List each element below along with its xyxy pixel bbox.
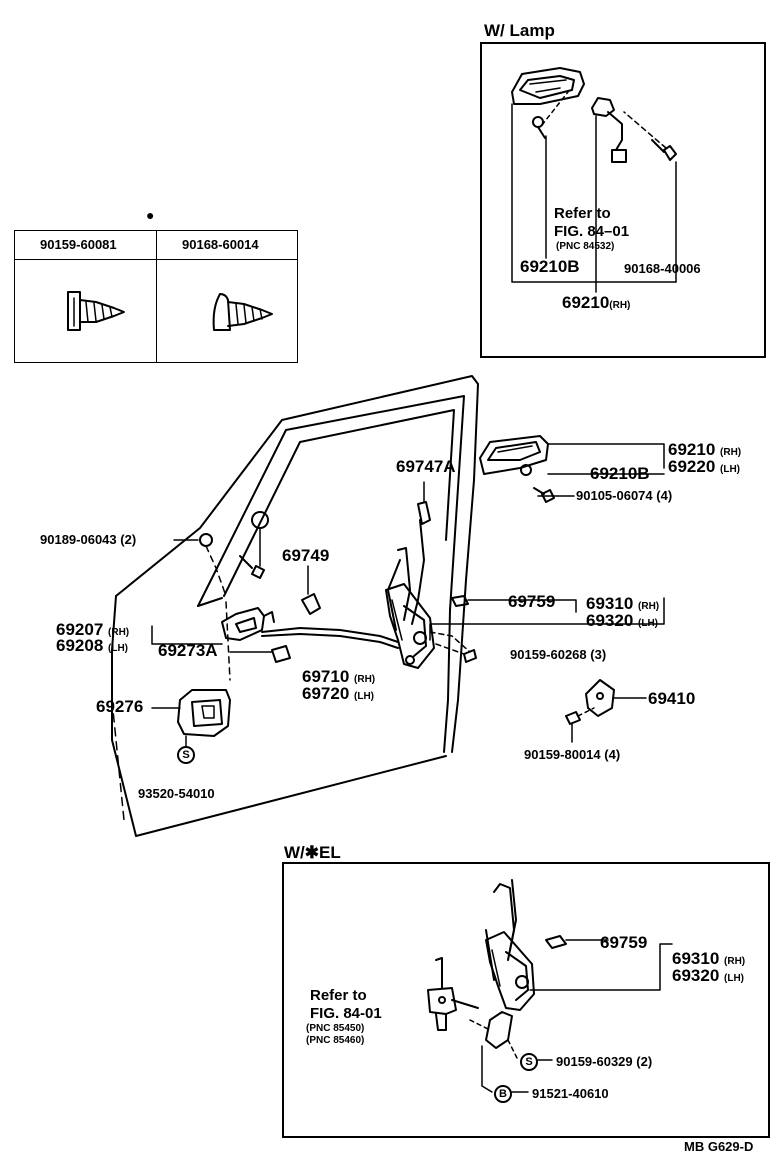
lamp-refer-line1: Refer to bbox=[554, 205, 611, 222]
el-motor-actuator bbox=[427, 957, 479, 1031]
lamp-socket-drawing bbox=[591, 97, 627, 163]
el-mark-b: B bbox=[494, 1085, 512, 1103]
part-label-69220: 69220 (LH) bbox=[668, 457, 741, 476]
part-label-69210-lamp: 69210(RH) bbox=[562, 293, 631, 312]
part-label-69210b-lamp: 69210B bbox=[520, 257, 580, 276]
el-refer-pnc1: (PNC 85450) bbox=[306, 1023, 365, 1034]
part-label-69747a: 69747A bbox=[396, 457, 456, 476]
el-mark-s: S bbox=[520, 1053, 538, 1071]
el-inset-frame bbox=[282, 862, 770, 1138]
el-inset-title: W/✱EL bbox=[284, 843, 341, 862]
el-door-lock-assembly bbox=[485, 931, 535, 1011]
lamp-small-screw bbox=[532, 91, 569, 139]
part-label-69207: 69207 (RH) bbox=[56, 620, 130, 639]
lamp-inset-title: W/ Lamp bbox=[484, 21, 555, 40]
part-label-69273a: 69273A bbox=[158, 641, 218, 660]
part-label-69310: 69310 (RH) bbox=[586, 594, 660, 613]
table-body-col2 bbox=[156, 259, 298, 363]
handle-screw-69210b bbox=[520, 464, 532, 476]
table-col1-part: 90159-60081 bbox=[40, 237, 117, 252]
rod-clip-69747a bbox=[417, 481, 431, 525]
screw-90159-80014 bbox=[565, 707, 595, 743]
el-part-label-69320: 69320 (LH) bbox=[672, 966, 745, 985]
table-mark-dot: ● bbox=[146, 207, 155, 223]
lamp-inset-frame bbox=[480, 42, 766, 358]
el-bracket bbox=[469, 1011, 519, 1093]
part-label-90159-80014: 90159-80014 (4) bbox=[524, 747, 621, 762]
part-label-90168-40006: 90168-40006 bbox=[624, 261, 701, 276]
part-label-69749: 69749 bbox=[282, 546, 330, 565]
lamp-tapping-screw bbox=[623, 111, 677, 161]
el-refer-pnc2: (PNC 85460) bbox=[306, 1035, 365, 1046]
part-label-90105-06074: 90105-06074 (4) bbox=[576, 488, 673, 503]
clip-90189 bbox=[173, 533, 227, 597]
el-part-label-69310: 69310 (RH) bbox=[672, 949, 746, 968]
screw-90159-60268 bbox=[429, 631, 477, 663]
fastener-clip-drawing-1 bbox=[67, 291, 125, 331]
door-lock-assembly bbox=[385, 583, 435, 669]
el-part-label-90159-60329: 90159-60329 (2) bbox=[556, 1054, 653, 1069]
part-label-69320: 69320 (LH) bbox=[586, 611, 659, 630]
lamp-callout-lines bbox=[511, 103, 677, 293]
clip-69759 bbox=[451, 595, 577, 613]
frame-dash bbox=[225, 601, 231, 681]
el-part-label-91521-40610: 91521-40610 bbox=[532, 1086, 609, 1101]
inside-handle-leader bbox=[151, 625, 223, 645]
part-label-69410: 69410 bbox=[648, 689, 696, 708]
striker-69410 bbox=[585, 679, 647, 717]
mark-s-main: S bbox=[177, 746, 195, 764]
clip-69749 bbox=[301, 565, 321, 615]
el-part-label-69759: 69759 bbox=[600, 933, 648, 952]
el-lock-leader bbox=[529, 943, 673, 991]
clip-69273a bbox=[229, 645, 291, 663]
outside-handle-drawing bbox=[479, 435, 549, 475]
link-rod-69710 bbox=[261, 627, 399, 649]
bezel-69276 bbox=[151, 689, 231, 747]
part-label-69208: 69208 (LH) bbox=[56, 636, 129, 655]
lamp-refer-line2: FIG. 84–01 bbox=[554, 223, 630, 240]
table-body-col1 bbox=[14, 259, 157, 363]
table-col2-part: 90168-60014 bbox=[182, 237, 259, 252]
part-label-90189-06043: 90189-06043 (2) bbox=[40, 532, 137, 547]
lamp-refer-pnc: (PNC 84532) bbox=[556, 241, 615, 252]
handle-screw-90105 bbox=[533, 487, 555, 503]
lamp-handle-drawing bbox=[511, 67, 585, 105]
part-label-69710: 69710 (RH) bbox=[302, 667, 376, 686]
el-clip-69759 bbox=[545, 935, 609, 949]
el-refer-line1: Refer to bbox=[310, 987, 367, 1004]
handle-leaders bbox=[537, 443, 665, 497]
diagram-code: MB G629-D bbox=[684, 1139, 754, 1154]
part-label-69759: 69759 bbox=[508, 592, 556, 611]
el-refer-line2: FIG. 84-01 bbox=[310, 1005, 382, 1022]
part-label-93520-54010: 93520-54010 bbox=[138, 786, 215, 801]
fastener-clip-drawing-2 bbox=[212, 293, 273, 331]
lock-rods bbox=[387, 519, 425, 631]
part-label-69210b: 69210B bbox=[590, 464, 650, 483]
screw-near-frame bbox=[239, 511, 269, 579]
door-frame-outline bbox=[111, 375, 479, 837]
part-label-90159-60268: 90159-60268 (3) bbox=[510, 647, 607, 662]
part-label-69276: 69276 bbox=[96, 697, 144, 716]
part-label-69720: 69720 (LH) bbox=[302, 684, 375, 703]
part-label-69210: 69210 (RH) bbox=[668, 440, 742, 459]
